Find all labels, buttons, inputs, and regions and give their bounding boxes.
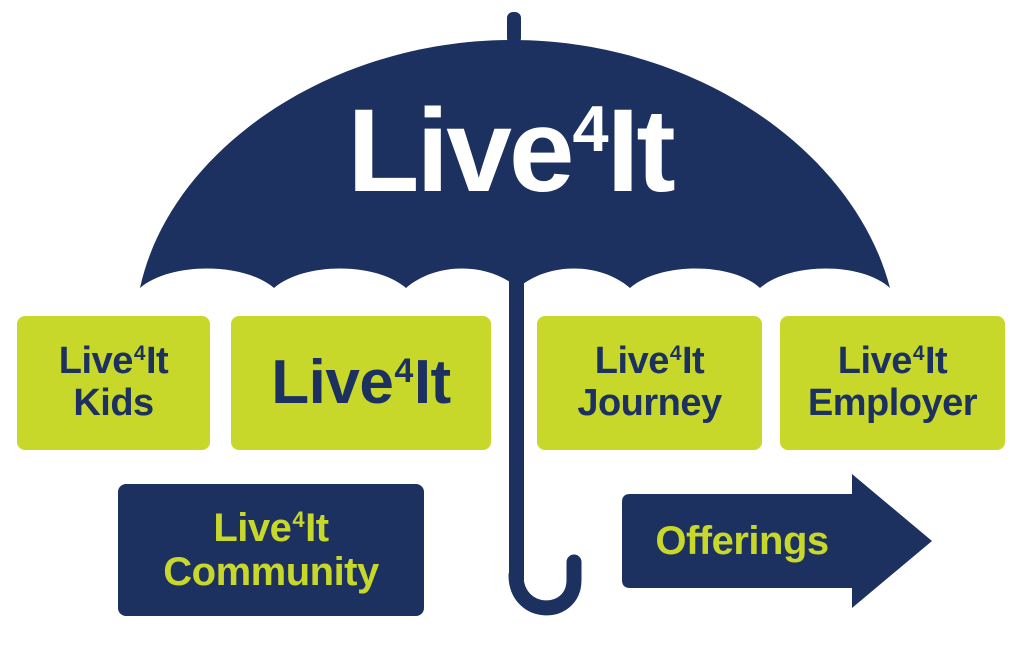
brand-main: Live: [594, 340, 670, 383]
brand-sup: 4: [292, 507, 305, 533]
umbrella-brand-title: Live4It: [300, 92, 720, 210]
brand-main: Live: [213, 506, 292, 550]
brand-end: It: [305, 506, 329, 550]
brand-end: It: [606, 85, 676, 217]
brand-sup: 4: [572, 91, 608, 165]
umbrella-tip: [507, 12, 521, 44]
offering-sub-label: Kids: [73, 382, 154, 424]
brand-main: Live: [58, 340, 134, 383]
offerings-arrow: [622, 474, 932, 608]
umbrella-canopy: [140, 40, 890, 288]
brand-sup: 4: [394, 351, 413, 390]
brand-end: It: [413, 347, 451, 417]
brand-end: It: [145, 340, 169, 383]
offerings-label[interactable]: Offerings: [655, 518, 829, 563]
brand-sup: 4: [669, 342, 682, 366]
offering-sub-label: Journey: [577, 382, 722, 424]
offering-box-journey[interactable]: Live4It Journey: [537, 316, 762, 450]
offering-box-community[interactable]: Live4It Community: [118, 484, 424, 616]
offering-box-main[interactable]: Live4It: [231, 316, 491, 450]
brand-sup: 4: [133, 342, 146, 366]
offering-sub-label: Employer: [807, 382, 978, 424]
offering-sub-label: Community: [163, 550, 379, 594]
umbrella-shaft: [509, 262, 524, 580]
offering-box-kids[interactable]: Live4It Kids: [17, 316, 210, 450]
umbrella-handle: [508, 554, 582, 616]
brand-end: It: [924, 340, 948, 383]
offering-box-employer[interactable]: Live4It Employer: [780, 316, 1005, 450]
brand-main: Live: [347, 85, 574, 217]
brand-end: It: [681, 340, 705, 383]
brand-main: Live: [837, 340, 913, 383]
brand-sup: 4: [912, 342, 925, 366]
brand-main: Live: [271, 347, 394, 417]
